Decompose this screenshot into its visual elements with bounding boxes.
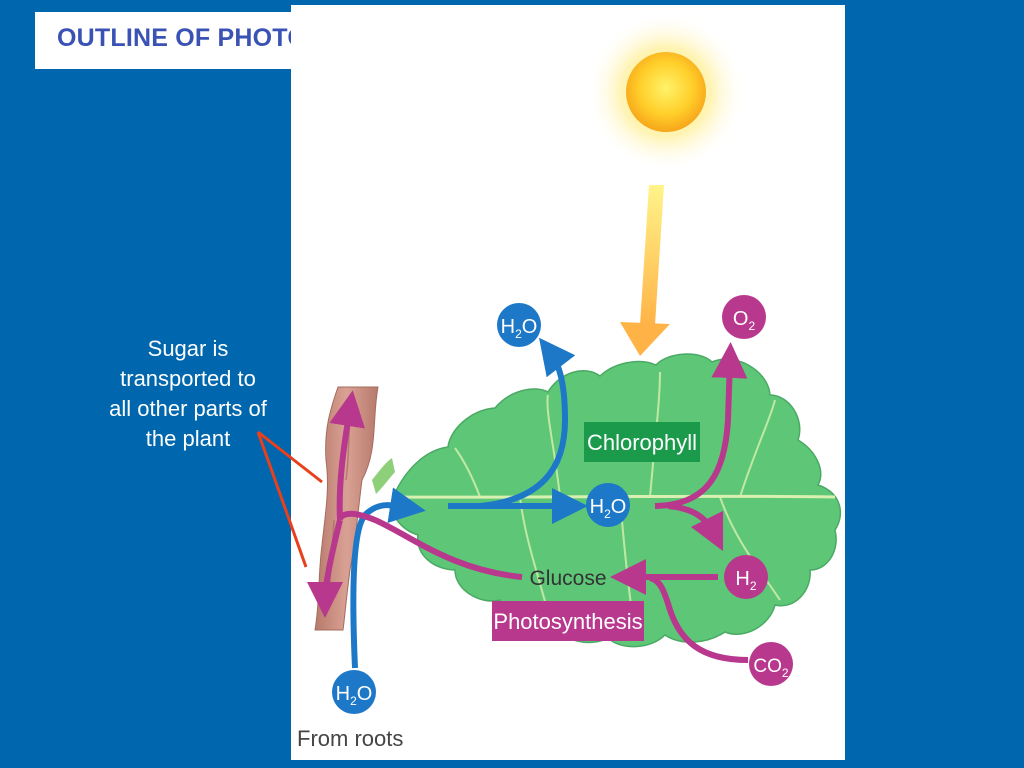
caption-line: Sugar is — [147, 336, 229, 361]
caption-line: all other parts of — [109, 396, 267, 421]
chlorophyll-text: Chlorophyll — [587, 430, 697, 455]
sugar-transport-caption: Sugar is transported to all other parts … — [88, 334, 288, 454]
h2o-mid-molecule: H2O — [586, 483, 630, 527]
chlorophyll-label: Chlorophyll — [584, 422, 700, 462]
photosynthesis-flow-arrows — [307, 342, 749, 663]
h2o-top-molecule: H2O — [497, 303, 541, 347]
water-flow-arrows — [350, 337, 588, 669]
caption-line: transported to — [120, 366, 256, 391]
co2-molecule: CO2 — [749, 642, 793, 686]
o2-molecule: O2 — [722, 295, 766, 339]
sunlight-arrow-icon — [620, 185, 670, 356]
h2-molecule: H2 — [724, 555, 768, 599]
svg-text:CO2: CO2 — [753, 656, 789, 680]
pointer-line-icon — [256, 430, 323, 568]
h2o-roots-molecule: H2O — [332, 670, 376, 714]
photosynthesis-label: Photosynthesis — [492, 601, 644, 641]
glucose-label: Glucose — [529, 567, 606, 590]
svg-text:H2O: H2O — [590, 496, 627, 521]
svg-text:H2: H2 — [735, 568, 756, 593]
sun-icon — [586, 12, 746, 172]
photosynthesis-text: Photosynthesis — [493, 609, 642, 634]
svg-text:H2O: H2O — [336, 683, 373, 708]
from-roots-label: From roots — [297, 726, 403, 751]
caption-line: the plant — [145, 426, 231, 451]
svg-text:H2O: H2O — [501, 316, 538, 341]
svg-text:O2: O2 — [733, 308, 756, 333]
